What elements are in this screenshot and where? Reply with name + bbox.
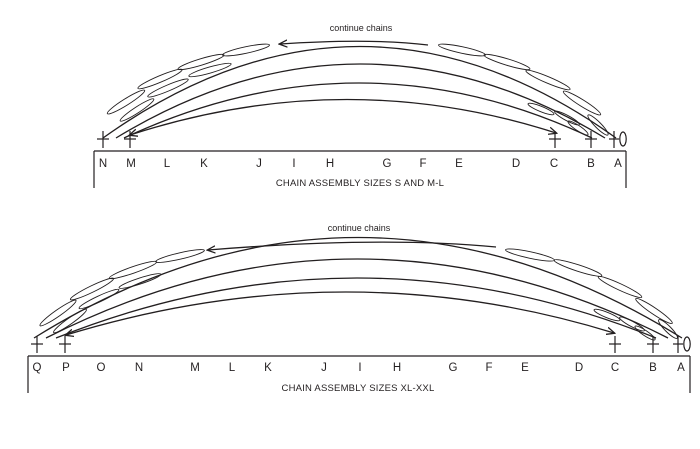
diagram-caption: CHAIN ASSEMBLY SIZES XL-XXL [282,383,435,394]
chain-arc [102,45,617,139]
position-letter: P [62,362,70,374]
continue-chains-note: continue chains [328,223,391,233]
position-letter: L [229,362,236,374]
position-letter: I [292,158,295,170]
position-letter: C [550,158,558,170]
cross-marker [59,336,71,353]
chain-arc [45,258,669,339]
position-letter: G [383,158,392,170]
position-letter: B [649,362,657,374]
position-letter: K [200,158,208,170]
continue-arrow [280,41,429,45]
chain-arc [115,63,606,139]
position-letters: N M L K J I H G F E D C B A [99,158,622,170]
position-letter: H [326,158,334,170]
cross-marker [549,131,561,148]
position-letter: F [419,158,426,170]
position-letter: M [126,158,136,170]
position-letter: N [99,158,107,170]
ring-end-marker [673,336,691,353]
position-letter: J [321,362,327,374]
ring-end-marker [609,131,627,148]
chain-arc-arrow [130,98,556,135]
chain-arc [55,277,657,339]
chain-arc [123,82,593,139]
position-letter: G [449,362,458,374]
position-letter: D [575,362,583,374]
diagram-sizes-xl-xxl: continue chains [27,223,691,394]
position-letter: Q [33,362,42,374]
chain-links-right [438,43,609,136]
position-letters: Q P O N M L K J I H G F E D C B A [33,362,686,374]
position-letter: A [614,158,622,170]
cross-marker [124,131,136,148]
position-letter: B [587,158,595,170]
chain-links-right [505,248,678,341]
cross-marker [97,131,109,148]
position-letter: M [190,362,200,374]
position-letter: E [455,158,463,170]
ruler [93,150,627,188]
cross-marker [647,336,659,353]
continue-arrow [208,241,497,250]
cross-marker [31,336,43,353]
position-letter: E [521,362,529,374]
continue-chains-note: continue chains [330,23,393,33]
position-letter: O [97,362,106,374]
position-letter: F [485,362,492,374]
chain-arc-arrow [66,291,614,335]
cross-marker [609,336,621,353]
chain-links-left [39,249,205,334]
position-letter: H [393,362,401,374]
chain-links-left [106,43,270,122]
position-letter: L [164,158,171,170]
diagram-caption: CHAIN ASSEMBLY SIZES S AND M-L [276,178,444,189]
cross-marker [585,131,597,148]
position-letter: D [512,158,520,170]
position-letter: J [256,158,262,170]
diagram-sizes-s-ml: continue chains [93,23,627,189]
position-letter: K [264,362,272,374]
position-letter: C [611,362,619,374]
position-letter: I [358,362,361,374]
ruler [27,355,691,393]
chain-arc [33,236,683,339]
position-letter: N [135,362,143,374]
position-letter: A [677,362,685,374]
